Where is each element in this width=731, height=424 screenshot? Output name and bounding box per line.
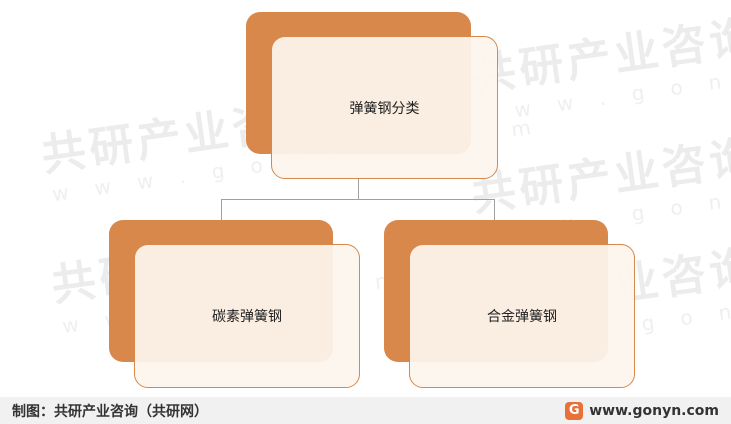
node-carbon-label: 碳素弹簧钢 bbox=[212, 309, 282, 325]
node-carbon-card: 碳素弹簧钢 bbox=[134, 244, 360, 388]
node-root-card: 弹簧钢分类 bbox=[271, 36, 498, 179]
footer-site: G www.gonyn.com bbox=[565, 401, 719, 420]
footer-site-url[interactable]: www.gonyn.com bbox=[589, 402, 719, 419]
connector-right-down bbox=[494, 199, 495, 221]
node-root-label: 弹簧钢分类 bbox=[349, 100, 420, 117]
node-carbon: 碳素弹簧钢 bbox=[109, 220, 360, 388]
watermark-url-2: w w w . g o n y n . c o m bbox=[471, 36, 731, 128]
connector-horizontal bbox=[221, 199, 495, 200]
gonyn-logo-icon: G bbox=[565, 401, 584, 420]
watermark-brand-2: 共研产业咨询 bbox=[468, 11, 731, 102]
watermark-brand-3: 共研产业咨询 bbox=[468, 131, 731, 222]
connector-left-down bbox=[221, 199, 222, 221]
node-alloy-card: 合金弹簧钢 bbox=[409, 244, 635, 388]
node-alloy: 合金弹簧钢 bbox=[384, 220, 635, 388]
footer-credit: 制图：共研产业咨询（共研网） bbox=[12, 403, 208, 420]
footer-bar: 制图：共研产业咨询（共研网） G www.gonyn.com bbox=[0, 397, 731, 424]
node-alloy-label: 合金弹簧钢 bbox=[487, 309, 557, 325]
connector-root-down bbox=[358, 177, 359, 199]
node-root: 弹簧钢分类 bbox=[246, 12, 498, 179]
